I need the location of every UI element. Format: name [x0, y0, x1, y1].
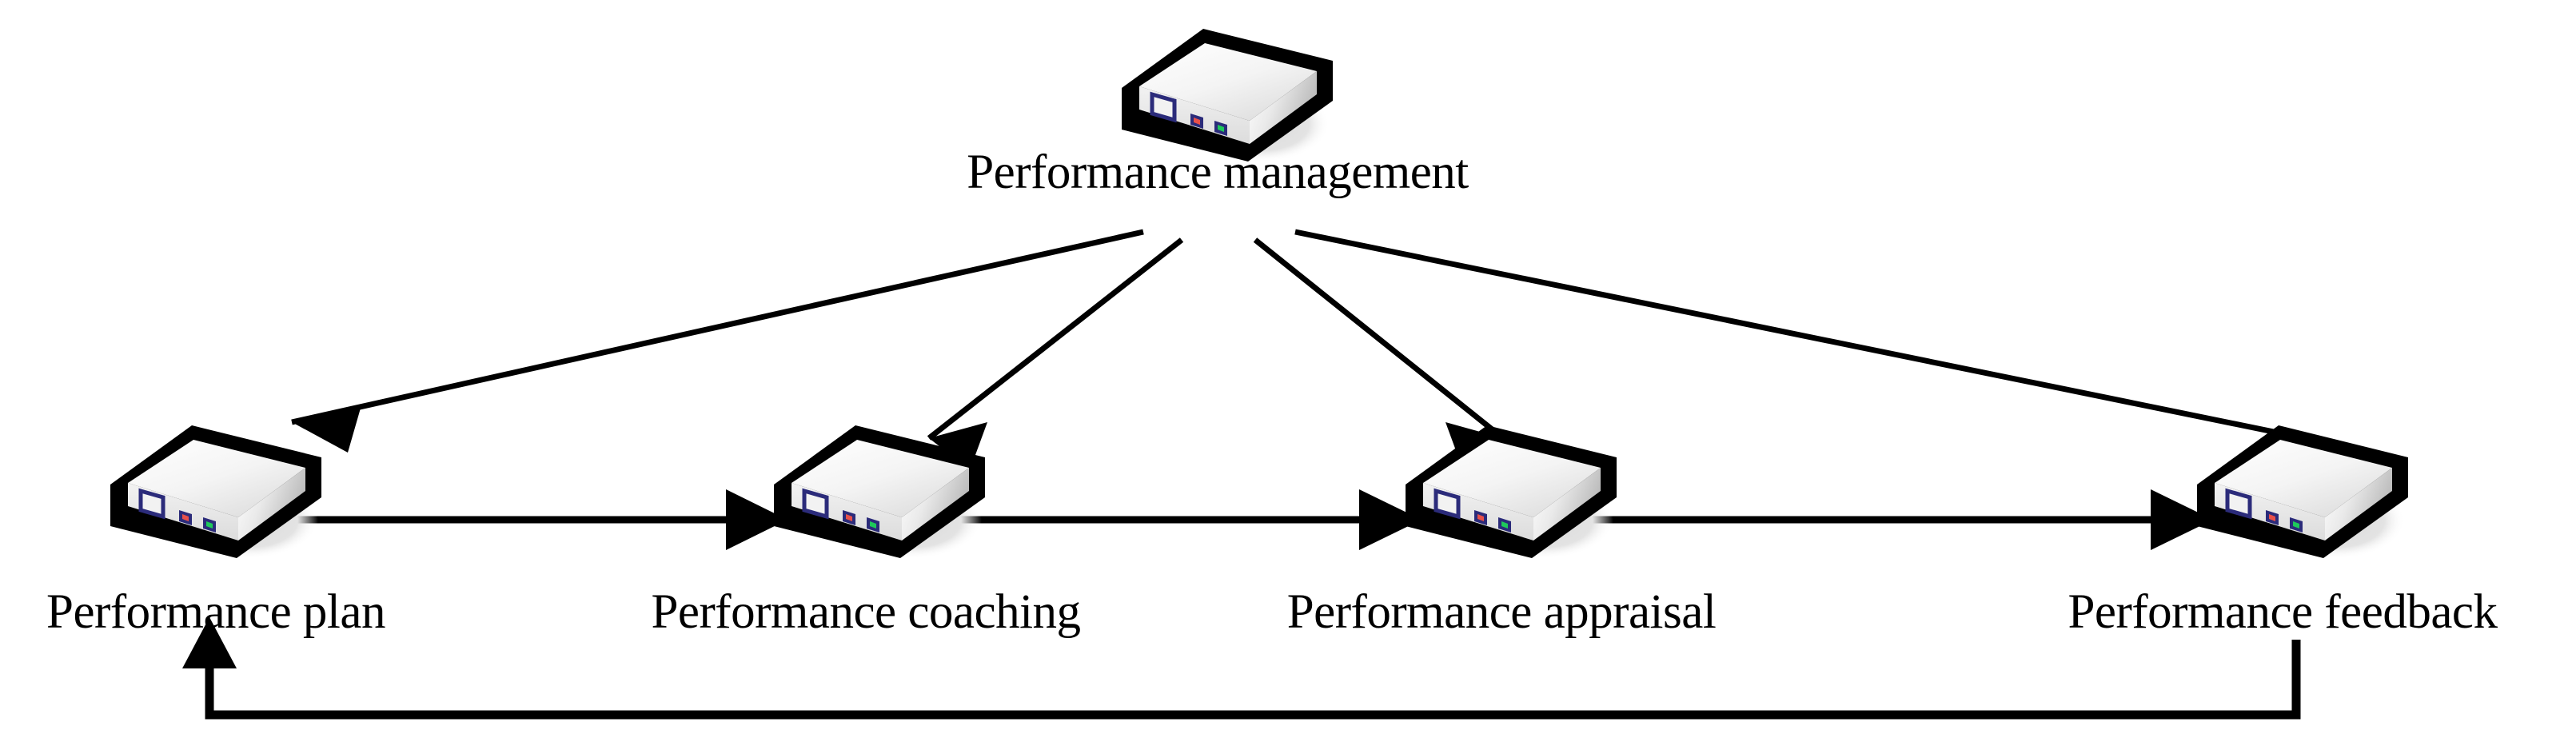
server-box-icon-appraisal[interactable]	[1406, 425, 1617, 559]
connector-manager-to-plan	[291, 229, 1144, 453]
connector-feedback-loop	[182, 617, 2301, 720]
connector-appraisal-to-feedback	[1577, 489, 2213, 550]
server-box-icon-plan[interactable]	[110, 425, 321, 559]
connector-coaching-to-appraisal	[945, 489, 1422, 550]
connector-plan-to-coaching	[286, 489, 788, 550]
node-label-manager: Performance management	[967, 146, 1469, 199]
connector-group-manager	[291, 229, 2372, 483]
node-icons	[110, 29, 2408, 559]
node-label-appraisal: Performance appraisal	[1286, 585, 1717, 639]
connector-manager-to-appraisal	[1253, 237, 1505, 470]
server-box-icon-manager[interactable]	[1122, 29, 1333, 162]
node-label-coaching: Performance coaching	[651, 585, 1081, 639]
connector-group-chain	[286, 489, 2213, 550]
node-label-feedback: Performance feedback	[2068, 585, 2498, 639]
connector-manager-to-coaching	[927, 237, 1184, 470]
server-box-icon-feedback[interactable]	[2197, 425, 2408, 559]
node-label-plan: Performance plan	[46, 585, 385, 639]
